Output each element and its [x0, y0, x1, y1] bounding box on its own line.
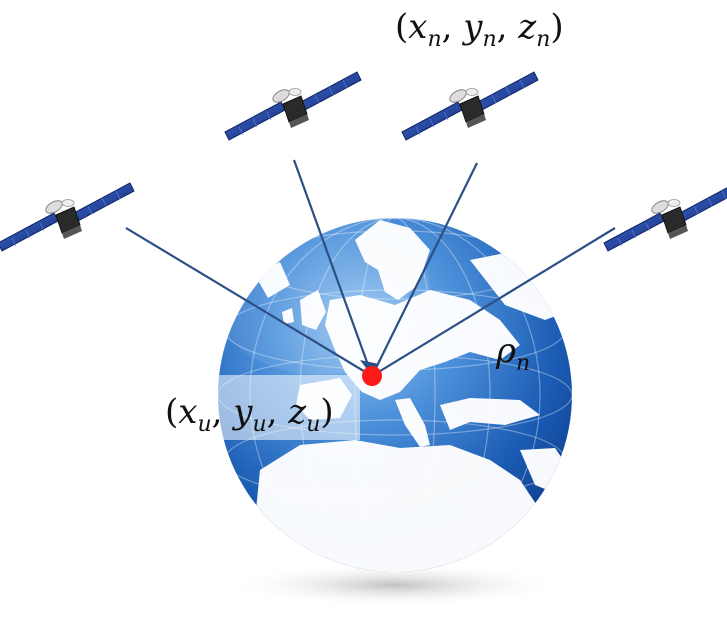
user-label-backdrop	[165, 375, 360, 440]
signal-lines	[125, 159, 616, 377]
user-coords-label: (xu, yu, zu)	[165, 392, 334, 437]
signal-line-1	[125, 227, 373, 377]
signal-line-4	[371, 227, 616, 377]
signal-line-3	[371, 162, 478, 377]
satellite-icon	[603, 182, 727, 252]
satellite-icon	[224, 71, 362, 141]
satellite-coords-label: (xn, yn, zn)	[395, 7, 564, 52]
satellite-icon	[401, 71, 539, 141]
satellite-icon	[0, 182, 135, 252]
receiver-dot-icon	[362, 366, 382, 386]
globe-shadow	[225, 563, 565, 607]
signal-line-2	[292, 159, 374, 377]
range-label: ρn	[495, 331, 530, 376]
